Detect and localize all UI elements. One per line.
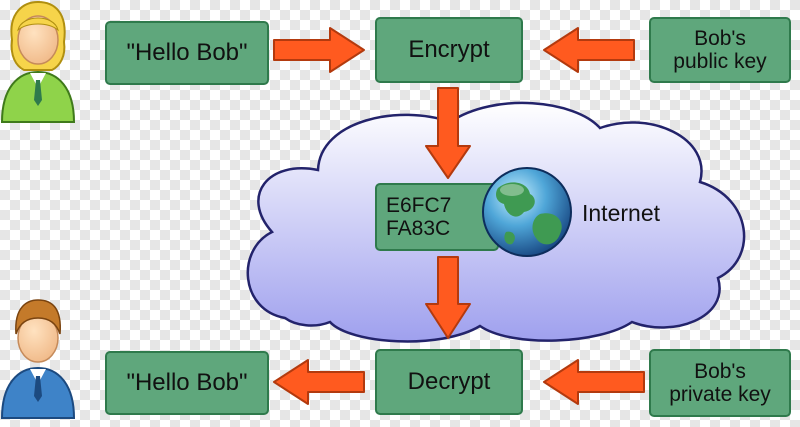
alice-message-label: "Hello Bob" <box>106 22 268 84</box>
cipher-line-2: FA83C <box>386 217 451 240</box>
arrow-encrypt-to-cipher <box>425 87 471 179</box>
arrow-message-to-encrypt <box>273 27 365 73</box>
bob-message-label: "Hello Bob" <box>106 352 268 414</box>
male-user-icon <box>0 299 76 419</box>
internet-label: Internet <box>582 200 660 227</box>
bob-message-text: "Hello Bob" <box>126 368 248 396</box>
private-key-label: Bob's private key <box>650 350 790 416</box>
private-key-line-2: private key <box>669 383 771 406</box>
internet-text: Internet <box>582 200 660 226</box>
public-key-line-1: Bob's <box>694 26 746 50</box>
cipher-line-1: E6FC7 <box>386 193 452 217</box>
public-key-line-2: public key <box>673 50 767 73</box>
arrow-cipher-to-decrypt <box>425 256 471 339</box>
encrypt-label: Encrypt <box>376 18 522 82</box>
private-key-box <box>649 349 791 417</box>
bob-message-box <box>105 351 269 415</box>
female-user-icon <box>0 0 76 123</box>
encrypt-box <box>375 17 523 83</box>
public-key-box <box>649 17 791 83</box>
private-key-line-1: Bob's <box>694 359 746 383</box>
public-key-label: Bob's public key <box>650 18 790 82</box>
alice-message-box <box>105 21 269 85</box>
arrow-decrypt-to-message <box>273 359 365 405</box>
decrypt-box <box>375 349 523 415</box>
arrow-private-key-to-decrypt <box>543 359 645 405</box>
encrypt-text: Encrypt <box>408 35 490 63</box>
ciphertext-label: E6FC7 FA83C <box>376 184 496 250</box>
decrypt-text: Decrypt <box>407 367 491 395</box>
arrow-public-key-to-encrypt <box>543 27 635 73</box>
alice-message-text: "Hello Bob" <box>126 38 248 66</box>
globe-icon <box>482 167 572 257</box>
decrypt-label: Decrypt <box>376 350 522 414</box>
